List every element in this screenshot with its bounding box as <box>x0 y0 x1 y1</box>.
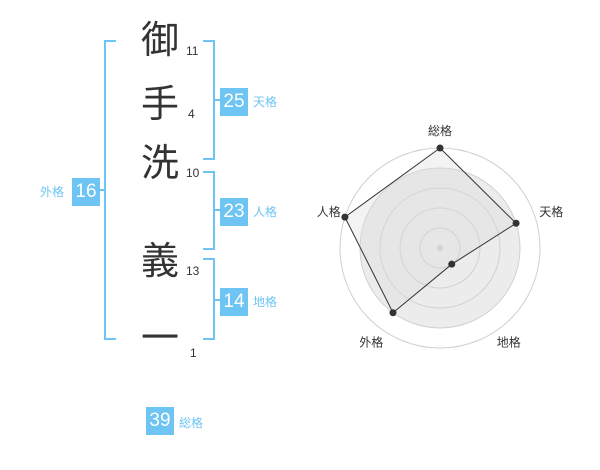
soukaku-badge: 39 <box>146 407 174 435</box>
name-char-3: 洗 <box>140 141 179 185</box>
name-char-2: 手 <box>140 82 179 126</box>
stroke-count-4: 13 <box>186 264 200 278</box>
name-char-4: 義 <box>140 239 179 283</box>
gaikaku-badge: 16 <box>72 178 100 206</box>
radar-ring-1 <box>419 227 461 269</box>
stroke-count-3: 10 <box>186 166 200 180</box>
radar-axis-label-4: 外格 <box>359 335 383 350</box>
radar-series-polygon <box>344 147 517 314</box>
soukaku-label: 総格 <box>179 416 204 430</box>
radar-point-3 <box>448 260 456 268</box>
tenkaku-label: 天格 <box>253 95 278 109</box>
gaikaku-connector <box>98 189 106 191</box>
jinkaku-badge: 23 <box>220 198 248 226</box>
jinkaku-connector <box>213 209 221 211</box>
radar-axis-label-3: 地格 <box>497 335 521 350</box>
radar-axis-label-5: 人格 <box>317 204 341 219</box>
radar-point-1 <box>436 144 444 152</box>
radar-axis-label-2: 天格 <box>539 204 563 219</box>
stroke-count-1: 11 <box>186 44 199 58</box>
chikaku-badge: 14 <box>220 288 248 316</box>
name-char-5: 一 <box>140 316 179 360</box>
radar-point-5 <box>341 213 349 221</box>
tenkaku-connector <box>213 99 221 101</box>
tenkaku-badge: 25 <box>220 88 248 116</box>
radar-point-4 <box>389 309 397 317</box>
radar-axis-label-1: 総格 <box>428 123 452 138</box>
name-char-1: 御 <box>140 18 179 62</box>
radar-point-2 <box>512 219 520 227</box>
radar-ring-3 <box>379 187 501 309</box>
chikaku-connector <box>213 299 221 301</box>
radar-ring-2 <box>399 207 481 289</box>
jinkaku-label: 人格 <box>253 205 278 219</box>
gaikaku-label: 外格 <box>40 185 65 199</box>
stroke-count-5: 1 <box>190 346 197 360</box>
radar-center <box>437 245 443 251</box>
chikaku-label: 地格 <box>253 295 278 309</box>
stroke-count-2: 4 <box>188 107 195 121</box>
